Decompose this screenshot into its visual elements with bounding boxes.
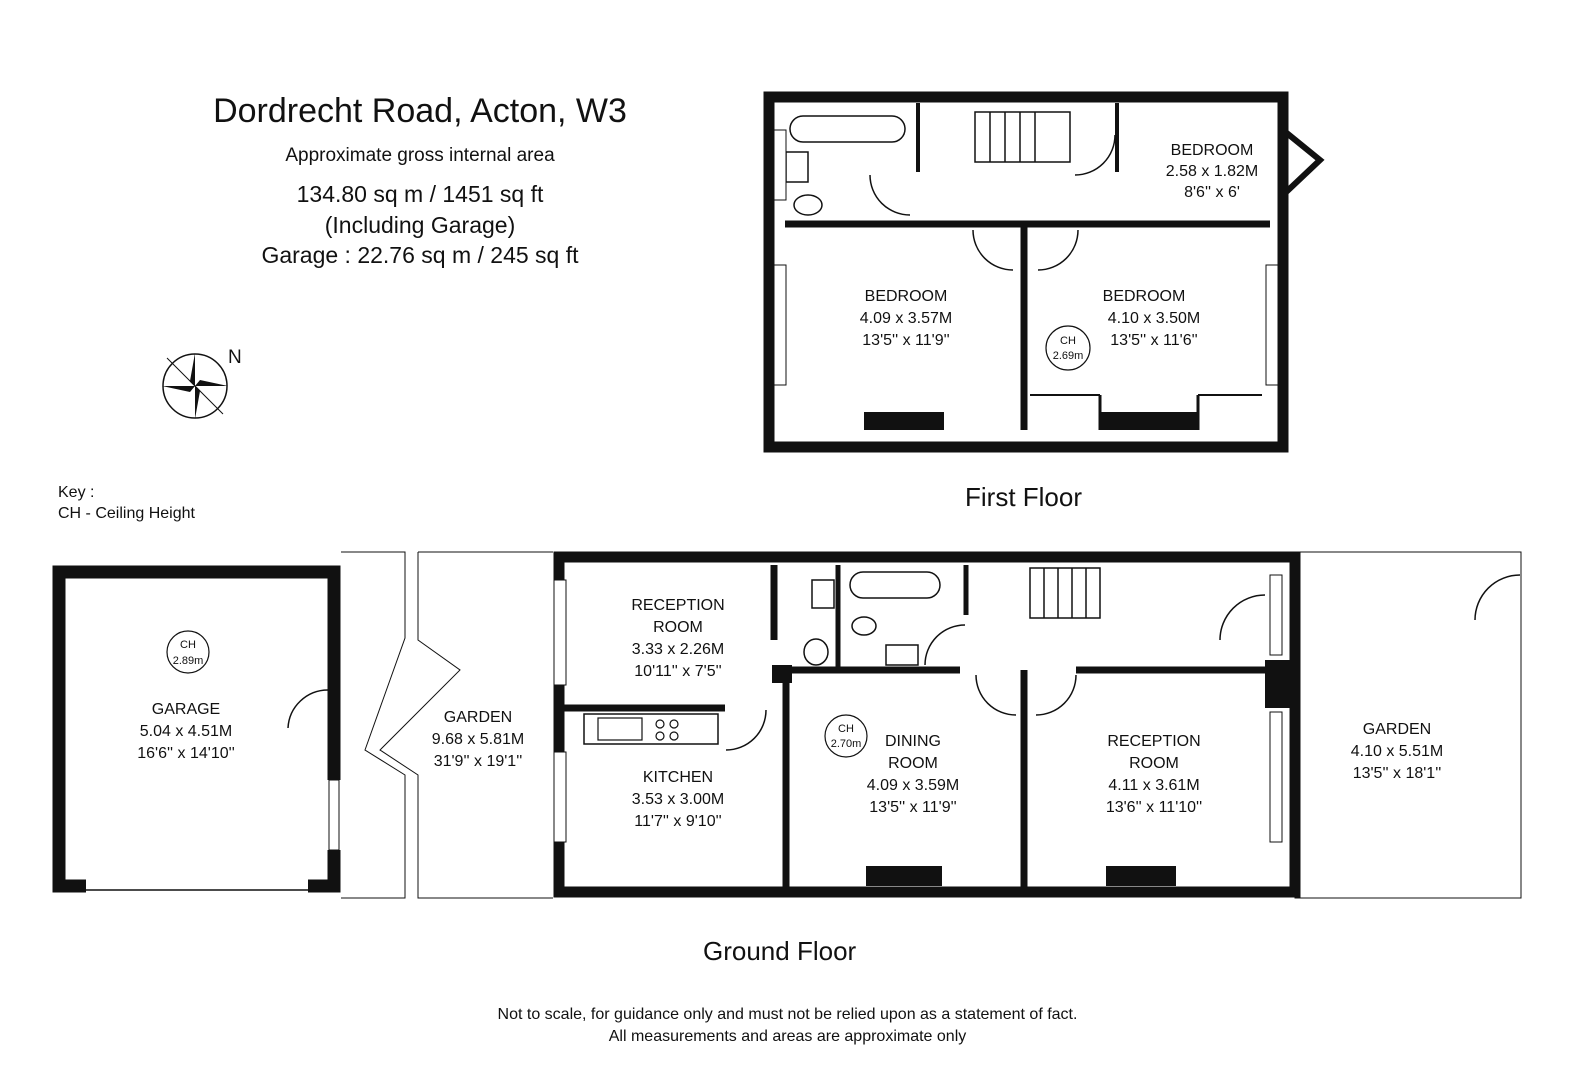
garage-metric: 5.04 x 4.51M xyxy=(140,723,233,740)
including-garage-note: (Including Garage) xyxy=(324,212,516,238)
dining-ch-value: 2.70m xyxy=(831,738,862,750)
area-subtitle: Approximate gross internal area xyxy=(285,145,555,166)
reception-large-metric: 4.11 x 3.61M xyxy=(1108,777,1199,794)
ceiling-height-badge xyxy=(1045,325,1091,371)
dining-ceiling-badge xyxy=(824,714,868,758)
compass-north-label: N xyxy=(228,347,242,368)
first-floor-label: First Floor xyxy=(965,482,1082,512)
reception-large-name-1: RECEPTION xyxy=(1107,733,1200,750)
total-area: 134.80 sq m / 1451 sq ft xyxy=(296,181,544,207)
kitchen-metric: 3.53 x 3.00M xyxy=(632,791,725,808)
key-ceiling-height: CH - Ceiling Height xyxy=(58,505,195,522)
first-floor-plan xyxy=(763,91,1325,453)
reception-small-name-2: ROOM xyxy=(653,619,703,636)
bedroom-right-metric: 4.10 x 3.50M xyxy=(1108,310,1201,327)
ceiling-height-value: 2.69m xyxy=(1053,350,1084,362)
property-title: Dordrecht Road, Acton, W3 xyxy=(213,92,627,130)
garden-left-imperial: 31'9'' x 19'1'' xyxy=(434,753,523,770)
garage-ceiling-badge xyxy=(166,630,210,674)
disclaimer-line-2: All measurements and areas are approxima… xyxy=(608,1028,967,1045)
bedroom-small-name: BEDROOM xyxy=(1171,142,1254,159)
garden-left-name: GARDEN xyxy=(444,709,512,726)
garage-ch-value: 2.89m xyxy=(173,655,204,667)
bedroom-small-metric: 2.58 x 1.82M xyxy=(1166,163,1259,180)
bedroom-left-metric: 4.09 x 3.57M xyxy=(860,310,953,327)
garage-area: Garage : 22.76 sq m / 245 sq ft xyxy=(261,242,579,268)
bedroom-small-imperial: 8'6'' x 6' xyxy=(1184,184,1240,201)
kitchen-imperial: 11'7'' x 9'10'' xyxy=(634,813,721,830)
kitchen-name: KITCHEN xyxy=(643,769,713,786)
ground-floor-label: Ground Floor xyxy=(703,936,857,966)
reception-large-name-2: ROOM xyxy=(1129,755,1179,772)
key-title: Key : xyxy=(58,484,95,501)
dining-imperial: 13'5'' x 11'9'' xyxy=(869,799,956,816)
garage-name: GARAGE xyxy=(152,701,220,718)
bedroom-right-name: BEDROOM xyxy=(1103,288,1186,305)
garage-imperial: 16'6'' x 14'10'' xyxy=(137,745,235,762)
disclaimer-line-1: Not to scale, for guidance only and must… xyxy=(497,1006,1078,1023)
dining-name-2: ROOM xyxy=(888,755,938,772)
bedroom-left-name: BEDROOM xyxy=(865,288,948,305)
bedroom-left-imperial: 13'5'' x 11'9'' xyxy=(862,332,949,349)
reception-small-metric: 3.33 x 2.26M xyxy=(632,641,725,658)
dining-metric: 4.09 x 3.59M xyxy=(867,777,960,794)
garden-left-metric: 9.68 x 5.81M xyxy=(432,731,525,748)
garden-right-name: GARDEN xyxy=(1363,721,1431,738)
reception-small-imperial: 10'11'' x 7'5'' xyxy=(634,663,721,680)
dining-ch-label: CH xyxy=(838,723,854,735)
ceiling-height-label: CH xyxy=(1060,335,1076,347)
garden-right-metric: 4.10 x 5.51M xyxy=(1351,743,1444,760)
reception-small-name-1: RECEPTION xyxy=(631,597,724,614)
reception-large-imperial: 13'6'' x 11'10'' xyxy=(1106,799,1202,816)
garage-ch-label: CH xyxy=(180,639,196,651)
dining-name-1: DINING xyxy=(885,733,941,750)
ground-floor-plan xyxy=(52,551,1522,899)
bedroom-right-imperial: 13'5'' x 11'6'' xyxy=(1110,332,1197,349)
garden-right-imperial: 13'5'' x 18'1'' xyxy=(1353,765,1442,782)
compass-icon xyxy=(162,353,228,419)
